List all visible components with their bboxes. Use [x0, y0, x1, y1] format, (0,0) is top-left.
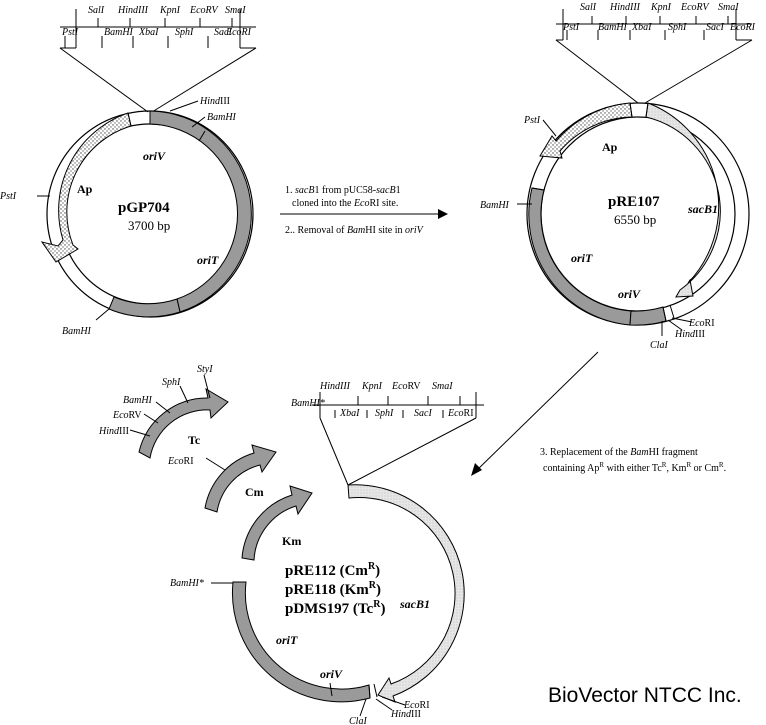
plasmid-pre107: PstI BamHI EcoRI HindIII ClaI Ap sacB1 o…	[480, 102, 750, 351]
mcs2-smai: SmaI	[718, 2, 739, 13]
mcs3-bamhi-star: BamHI*	[291, 398, 325, 409]
mcs1-xbai: XbaI	[138, 27, 159, 38]
step-1-2: 1. sacB1 from pUC58-sacB1 cloned into th…	[280, 185, 448, 236]
mcs-box-final: HindIII KpnI EcoRV SmaI BamHI* XbaI SphI…	[291, 381, 484, 486]
mcs3-sphi: SphI	[375, 408, 394, 419]
mcs2-hindiii: HindIII	[609, 2, 641, 13]
final-orit-label: oriT	[276, 633, 298, 647]
pre107-sacb-arrow	[645, 102, 721, 298]
final-hindiii-label: HindIII	[390, 709, 421, 720]
pre107-ap-label: Ap	[602, 140, 618, 154]
pgp704-ap-arrow	[40, 112, 132, 263]
km-label: Km	[282, 534, 301, 548]
step3-line2: containing ApR with either TcR, KmR or C…	[543, 461, 726, 474]
mcs3-xbai: XbaI	[339, 408, 360, 419]
mcs1-kpni: KpnI	[159, 5, 181, 16]
pgp704-name: pGP704	[118, 200, 170, 216]
mcs1-hindiii: HindIII	[117, 5, 149, 16]
cm-arrow	[204, 444, 277, 513]
pgp704-lower-segment	[108, 296, 181, 318]
mcs1-ecorv: EcoRV	[189, 5, 219, 16]
km-arrow	[241, 485, 313, 561]
plasmid-final: BamHI* EcoRI HindIII ClaI sacB1 oriT ori…	[170, 484, 465, 725]
plasmid-pgp704: HindIII BamHI PstI BamHI Ap oriV oriT pG…	[0, 96, 254, 337]
pre107-oriv-segment	[629, 306, 667, 326]
pgp704-orit-label: oriT	[197, 253, 219, 267]
mcs1-bamhi: BamHI	[104, 27, 134, 38]
mcs2-psti: PstI	[562, 22, 580, 33]
pre107-name: pRE107	[608, 194, 660, 210]
tc-cassette: StyI SphI BamHI EcoRV HindIII Tc	[98, 364, 229, 459]
step2-text: 2.. Removal of BamHI site in oriV	[285, 225, 425, 236]
tc-hindiii-label: HindIII	[98, 426, 129, 437]
cm-label: Cm	[245, 485, 264, 499]
step3-line1: 3. Replacement of the BamHI fragment	[540, 447, 698, 458]
mcs1-smai: SmaI	[225, 5, 246, 16]
step1-line2: cloned into the EcoRI site.	[292, 198, 398, 209]
mcs2-ecori: EcoRI	[729, 22, 756, 33]
pre107-clai-label: ClaI	[650, 340, 668, 351]
pre107-orit-label: oriT	[571, 251, 593, 265]
mcs3-saci: SacI	[414, 408, 432, 419]
mcs2-kpni: KpnI	[650, 2, 672, 13]
cm-cassette: EcoRI Cm	[167, 444, 277, 513]
pre107-psti-label: PstI	[523, 115, 541, 126]
mcs1-ecori: EcoRI	[225, 27, 252, 38]
final-sacb-arrow	[347, 484, 465, 703]
final-name-pre118: pRE118 (KmR)	[285, 580, 381, 598]
watermark: BioVector NTCC Inc.	[548, 684, 742, 707]
mcs2-saci: SacI	[706, 22, 724, 33]
pgp704-bamhi-top-label: BamHI	[207, 112, 237, 123]
mcs1-psti: PstI	[61, 27, 79, 38]
cm-ecori-label: EcoRI	[167, 456, 194, 467]
mcs1-sphi: SphI	[175, 27, 194, 38]
pre107-oriv-label: oriV	[618, 287, 641, 301]
final-name-pdms197: pDMS197 (TcR)	[285, 599, 385, 617]
final-ecori-label: EcoRI	[403, 700, 430, 711]
step1-line1: 1. sacB1 from pUC58-sacB1	[285, 185, 401, 196]
tc-styi-label: StyI	[197, 364, 213, 375]
km-cassette: Km	[241, 485, 313, 561]
final-name-pre112: pRE112 (CmR)	[285, 561, 380, 579]
tc-sphi-label: SphI	[162, 377, 181, 388]
mcs2-xbai: XbaI	[631, 22, 652, 33]
pre107-size: 6550 bp	[614, 212, 656, 227]
mcs2-ecorv: EcoRV	[680, 2, 710, 13]
pre107-sacb-label: sacB1	[687, 202, 718, 216]
mcs-box-pre107: SalI HindIII KpnI EcoRV SmaI PstI BamHI …	[555, 2, 756, 104]
tc-label: Tc	[188, 433, 201, 447]
mcs2-sali: SalI	[580, 2, 597, 13]
tc-arrow	[138, 387, 229, 459]
mcs3-ecori: EcoRI	[447, 408, 474, 419]
pgp704-bamhi-bottom-label: BamHI	[62, 326, 92, 337]
tc-ecorv-label: EcoRV	[112, 410, 142, 421]
mcs3-smai: SmaI	[432, 381, 453, 392]
mcs3-ecorv: EcoRV	[391, 381, 421, 392]
mcs3-hindiii: HindIII	[319, 381, 351, 392]
pgp704-ap-label: Ap	[77, 182, 93, 196]
final-ori-segment	[231, 581, 371, 703]
pgp704-oriv-label: oriV	[143, 149, 166, 163]
final-sacb-label: sacB1	[399, 597, 430, 611]
pre107-hindiii-label: HindIII	[674, 329, 705, 340]
mcs2-bamhi: BamHI	[598, 22, 628, 33]
pgp704-hindiii-label: HindIII	[199, 96, 230, 107]
mcs3-kpni: KpnI	[361, 381, 383, 392]
mcs-box-pgp704: SalI HindIII KpnI EcoRV SmaI PstI BamHI …	[59, 5, 257, 113]
final-bamhi-star-label: BamHI*	[170, 578, 204, 589]
tc-bamhi-label: BamHI	[123, 395, 153, 406]
pgp704-psti-label: PstI	[0, 191, 17, 202]
final-clai-label: ClaI	[349, 716, 367, 725]
pgp704-size: 3700 bp	[128, 218, 170, 233]
mcs1-sali: SalI	[88, 5, 105, 16]
pre107-bamhi-label: BamHI	[480, 200, 510, 211]
pre107-ecori-label: EcoRI	[688, 318, 715, 329]
final-oriv-label: oriV	[320, 667, 343, 681]
mcs1-saci: SacI	[214, 27, 232, 38]
pre107-ap-arrow	[539, 102, 633, 159]
mcs2-sphi: SphI	[668, 22, 687, 33]
step-3: 3. Replacement of the BamHI fragment con…	[471, 351, 726, 476]
